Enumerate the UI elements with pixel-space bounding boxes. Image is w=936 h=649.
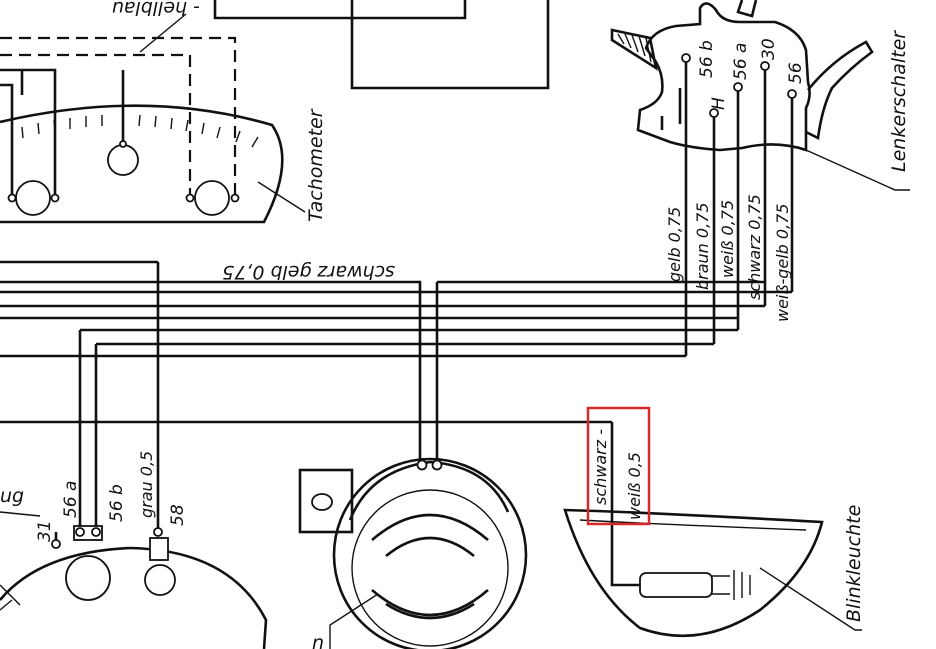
highlight-box (586, 406, 651, 526)
terminal-56b-headlamp: 56 b (107, 484, 127, 522)
horn (298, 457, 528, 649)
label-blinker-wire-top: schwarz - (591, 429, 610, 505)
switch-terminals (681, 53, 797, 118)
switch-leader (805, 149, 910, 191)
terminal-56b: 56 b (697, 40, 717, 78)
label-tachometer: Tachometer (305, 108, 327, 222)
label-grau: grau 0,5 (137, 451, 156, 518)
blinker-bulb (639, 572, 713, 598)
ug-leader (0, 511, 41, 517)
terminal-H: H (709, 97, 729, 110)
label-switch-wire-1: gelb 0,75 (665, 207, 684, 282)
wire-harness (0, 62, 794, 532)
headlamp (0, 525, 268, 649)
top-box-fragment (213, 0, 550, 90)
headlamp-bulb-small (144, 564, 176, 596)
label-switch-wire-4: schwarz 0,75 (745, 194, 764, 300)
hellblau-leader (139, 13, 187, 53)
terminal-31: 31 (35, 520, 55, 542)
terminal-56a: 56 a (731, 43, 751, 80)
tacho-lamp-right (194, 180, 230, 216)
tachometer (0, 104, 284, 224)
label-schwarz-gelb: schwarz gelb 0,75 (222, 261, 395, 283)
label-lenkerschalter: Lenkerschalter (888, 30, 910, 172)
terminal-56a-headlamp: 56 a (61, 481, 81, 518)
label-switch-wire-3: weiß 0,75 (718, 200, 737, 278)
label-switch-wire-5: weiß-gelb 0,75 (773, 203, 792, 322)
label-hellblau: - hellblau (112, 0, 200, 19)
terminal-30: 30 (759, 38, 779, 60)
terminal-56: 56 (786, 62, 806, 84)
tacho-leader (257, 181, 306, 213)
label-horn-cut: n (312, 632, 324, 649)
label-blinkleuchte: Blinkleuchte (843, 505, 865, 622)
tacho-lamp-center (107, 144, 139, 176)
label-blinker-wire-bottom: weiß 0,5 (625, 452, 644, 520)
dashed-wires (0, 36, 237, 200)
tacho-wires (0, 68, 125, 198)
terminal-58: 58 (168, 504, 188, 526)
turn-signal (563, 422, 862, 638)
label-switch-wire-2: braun 0,75 (693, 202, 712, 290)
tacho-lamp-left (15, 180, 51, 216)
label-ug: ug (0, 485, 24, 507)
headlamp-bulb-large (65, 555, 111, 601)
